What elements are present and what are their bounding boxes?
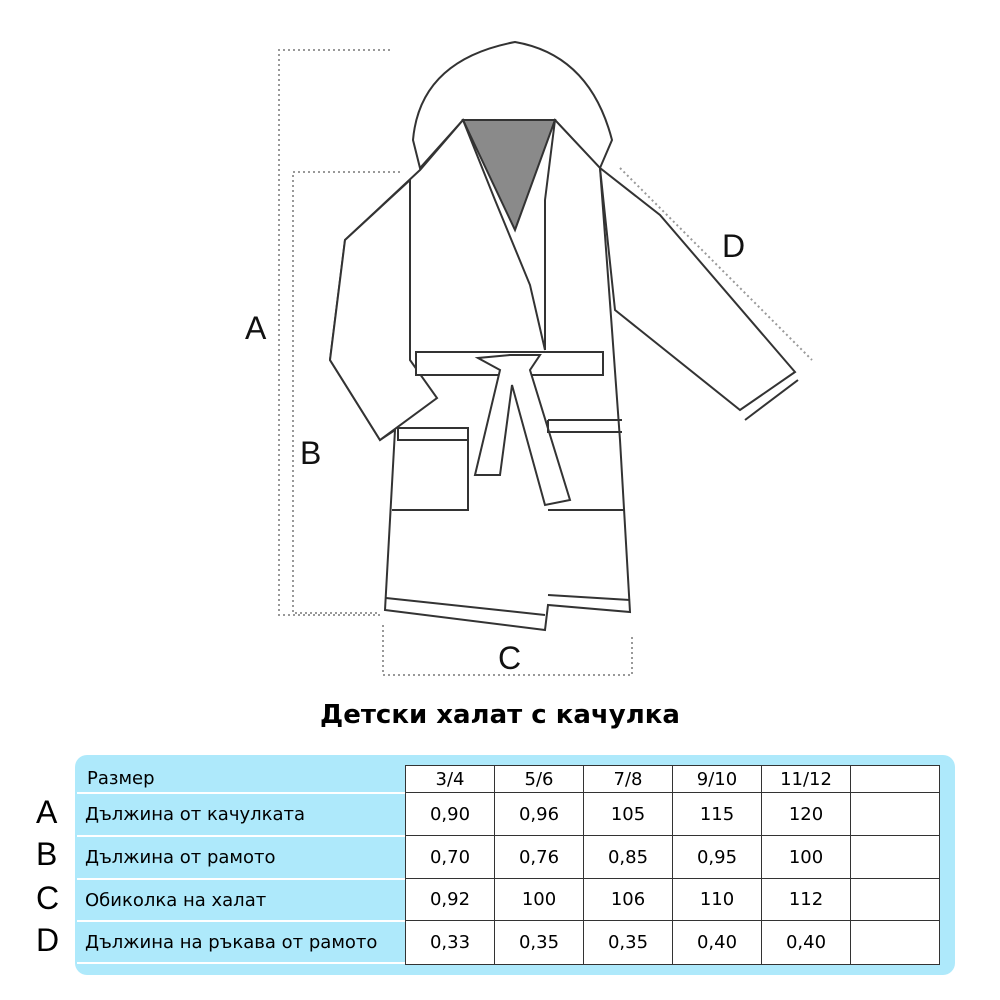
row-letter-b: B bbox=[36, 836, 58, 872]
value-cell bbox=[850, 878, 940, 921]
value-cell: 105 bbox=[583, 792, 673, 836]
row-label-d: Дължина на ръкава от рамото bbox=[77, 920, 405, 964]
size-header-label: Размер bbox=[87, 768, 155, 789]
value-cell: 115 bbox=[672, 792, 762, 836]
row-letter-a: A bbox=[36, 794, 58, 830]
dimension-label-a: A bbox=[245, 310, 267, 346]
left-sleeve bbox=[328, 177, 439, 442]
value-cell: 120 bbox=[761, 792, 851, 836]
value-cell: 0,95 bbox=[672, 835, 762, 879]
size-cell: 9/10 bbox=[672, 765, 762, 793]
right-sleeve bbox=[598, 165, 797, 412]
right-pocket bbox=[547, 419, 625, 511]
value-cell: 100 bbox=[494, 878, 584, 921]
size-cell: 7/8 bbox=[583, 765, 673, 793]
size-cell bbox=[850, 765, 940, 793]
value-cell: 0,40 bbox=[761, 920, 851, 965]
size-cell: 5/6 bbox=[494, 765, 584, 793]
value-cell: 0,92 bbox=[405, 878, 495, 921]
hood bbox=[411, 40, 614, 171]
value-cell: 0,70 bbox=[405, 835, 495, 879]
value-cell: 106 bbox=[583, 878, 673, 921]
chart-title: Детски халат с качулка bbox=[320, 700, 680, 730]
value-cell: 100 bbox=[761, 835, 851, 879]
row-label-c: Обиколка на халат bbox=[77, 878, 405, 920]
dimension-label-c: C bbox=[498, 640, 522, 676]
dimension-label-d: D bbox=[722, 228, 746, 264]
value-cell: 0,40 bbox=[672, 920, 762, 965]
value-cell: 0,33 bbox=[405, 920, 495, 965]
value-cell bbox=[850, 835, 940, 879]
row-letter-d: D bbox=[36, 922, 60, 958]
size-cell: 3/4 bbox=[405, 765, 495, 793]
table-row: 0,70 0,76 0,85 0,95 100 bbox=[405, 835, 940, 879]
table-row: 0,92 100 106 110 112 bbox=[405, 878, 940, 921]
value-cell bbox=[850, 920, 940, 965]
size-table: 3/4 5/6 7/8 9/10 11/12 0,90 0,96 105 115… bbox=[405, 765, 940, 965]
value-cell: 112 bbox=[761, 878, 851, 921]
value-cell bbox=[850, 792, 940, 836]
value-cell: 0,35 bbox=[494, 920, 584, 965]
table-row: 0,90 0,96 105 115 120 bbox=[405, 792, 940, 836]
row-label-b: Дължина от рамото bbox=[77, 835, 405, 878]
row-letter-c: C bbox=[36, 880, 60, 916]
table-header-row: 3/4 5/6 7/8 9/10 11/12 bbox=[405, 765, 940, 793]
dimension-label-b: B bbox=[300, 435, 322, 471]
row-label-a: Дължина от качулката bbox=[77, 792, 405, 835]
table-row: 0,33 0,35 0,35 0,40 0,40 bbox=[405, 920, 940, 965]
value-cell: 0,90 bbox=[405, 792, 495, 836]
value-cell: 0,76 bbox=[494, 835, 584, 879]
value-cell: 0,96 bbox=[494, 792, 584, 836]
value-cell: 0,85 bbox=[583, 835, 673, 879]
dimension-lines bbox=[278, 49, 813, 676]
size-cell: 11/12 bbox=[761, 765, 851, 793]
robe-diagram bbox=[278, 40, 813, 676]
value-cell: 0,35 bbox=[583, 920, 673, 965]
value-cell: 110 bbox=[672, 878, 762, 921]
left-pocket bbox=[392, 427, 469, 511]
